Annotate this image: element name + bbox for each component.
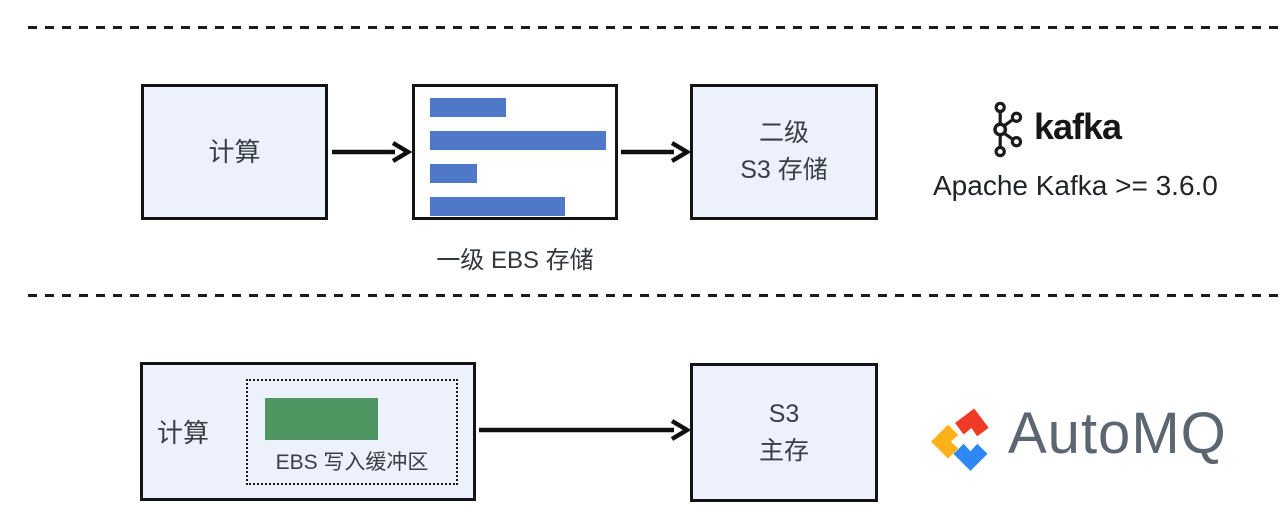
arrow-right-icon <box>621 141 692 163</box>
automq-compute-box: 计算 EBS 写入缓冲区 <box>140 362 476 501</box>
ebs-bar <box>430 164 477 183</box>
write-buffer-bar <box>265 398 378 440</box>
ebs-storage-caption: 一级 EBS 存储 <box>436 247 594 274</box>
ebs-bar <box>430 131 606 150</box>
arrow-right-icon <box>479 419 692 441</box>
kafka-compute-box: 计算 <box>141 84 328 220</box>
automq-s3-line1: S3 <box>768 399 800 428</box>
kafka-compute-label: 计算 <box>208 136 261 167</box>
automq-logo-icon <box>931 408 989 471</box>
automq-compute-label: 计算 <box>157 418 210 448</box>
ebs-write-buffer-box: EBS 写入缓冲区 <box>246 379 458 485</box>
kafka-s3-box: 二级 S3 存储 <box>690 84 878 220</box>
arrow-right-icon <box>332 141 413 163</box>
automq-s3-box: S3 主存 <box>690 363 878 502</box>
ebs-bar <box>430 98 506 117</box>
dashed-separator-middle <box>28 294 1280 297</box>
write-buffer-label: EBS 写入缓冲区 <box>275 451 429 474</box>
kafka-version-caption: Apache Kafka >= 3.6.0 <box>933 170 1218 201</box>
ebs-storage-box <box>412 84 618 220</box>
ebs-bar <box>430 197 565 216</box>
automq-s3-line2: 主存 <box>758 436 809 465</box>
dashed-separator-top <box>28 26 1280 29</box>
kafka-s3-line2: S3 存储 <box>740 156 828 184</box>
ebs-bars <box>415 87 615 217</box>
automq-wordmark: AutoMQ <box>1008 401 1227 466</box>
kafka-logo-icon <box>993 101 1023 158</box>
kafka-wordmark: kafka <box>1034 106 1122 147</box>
kafka-s3-line1: 二级 <box>758 119 809 147</box>
